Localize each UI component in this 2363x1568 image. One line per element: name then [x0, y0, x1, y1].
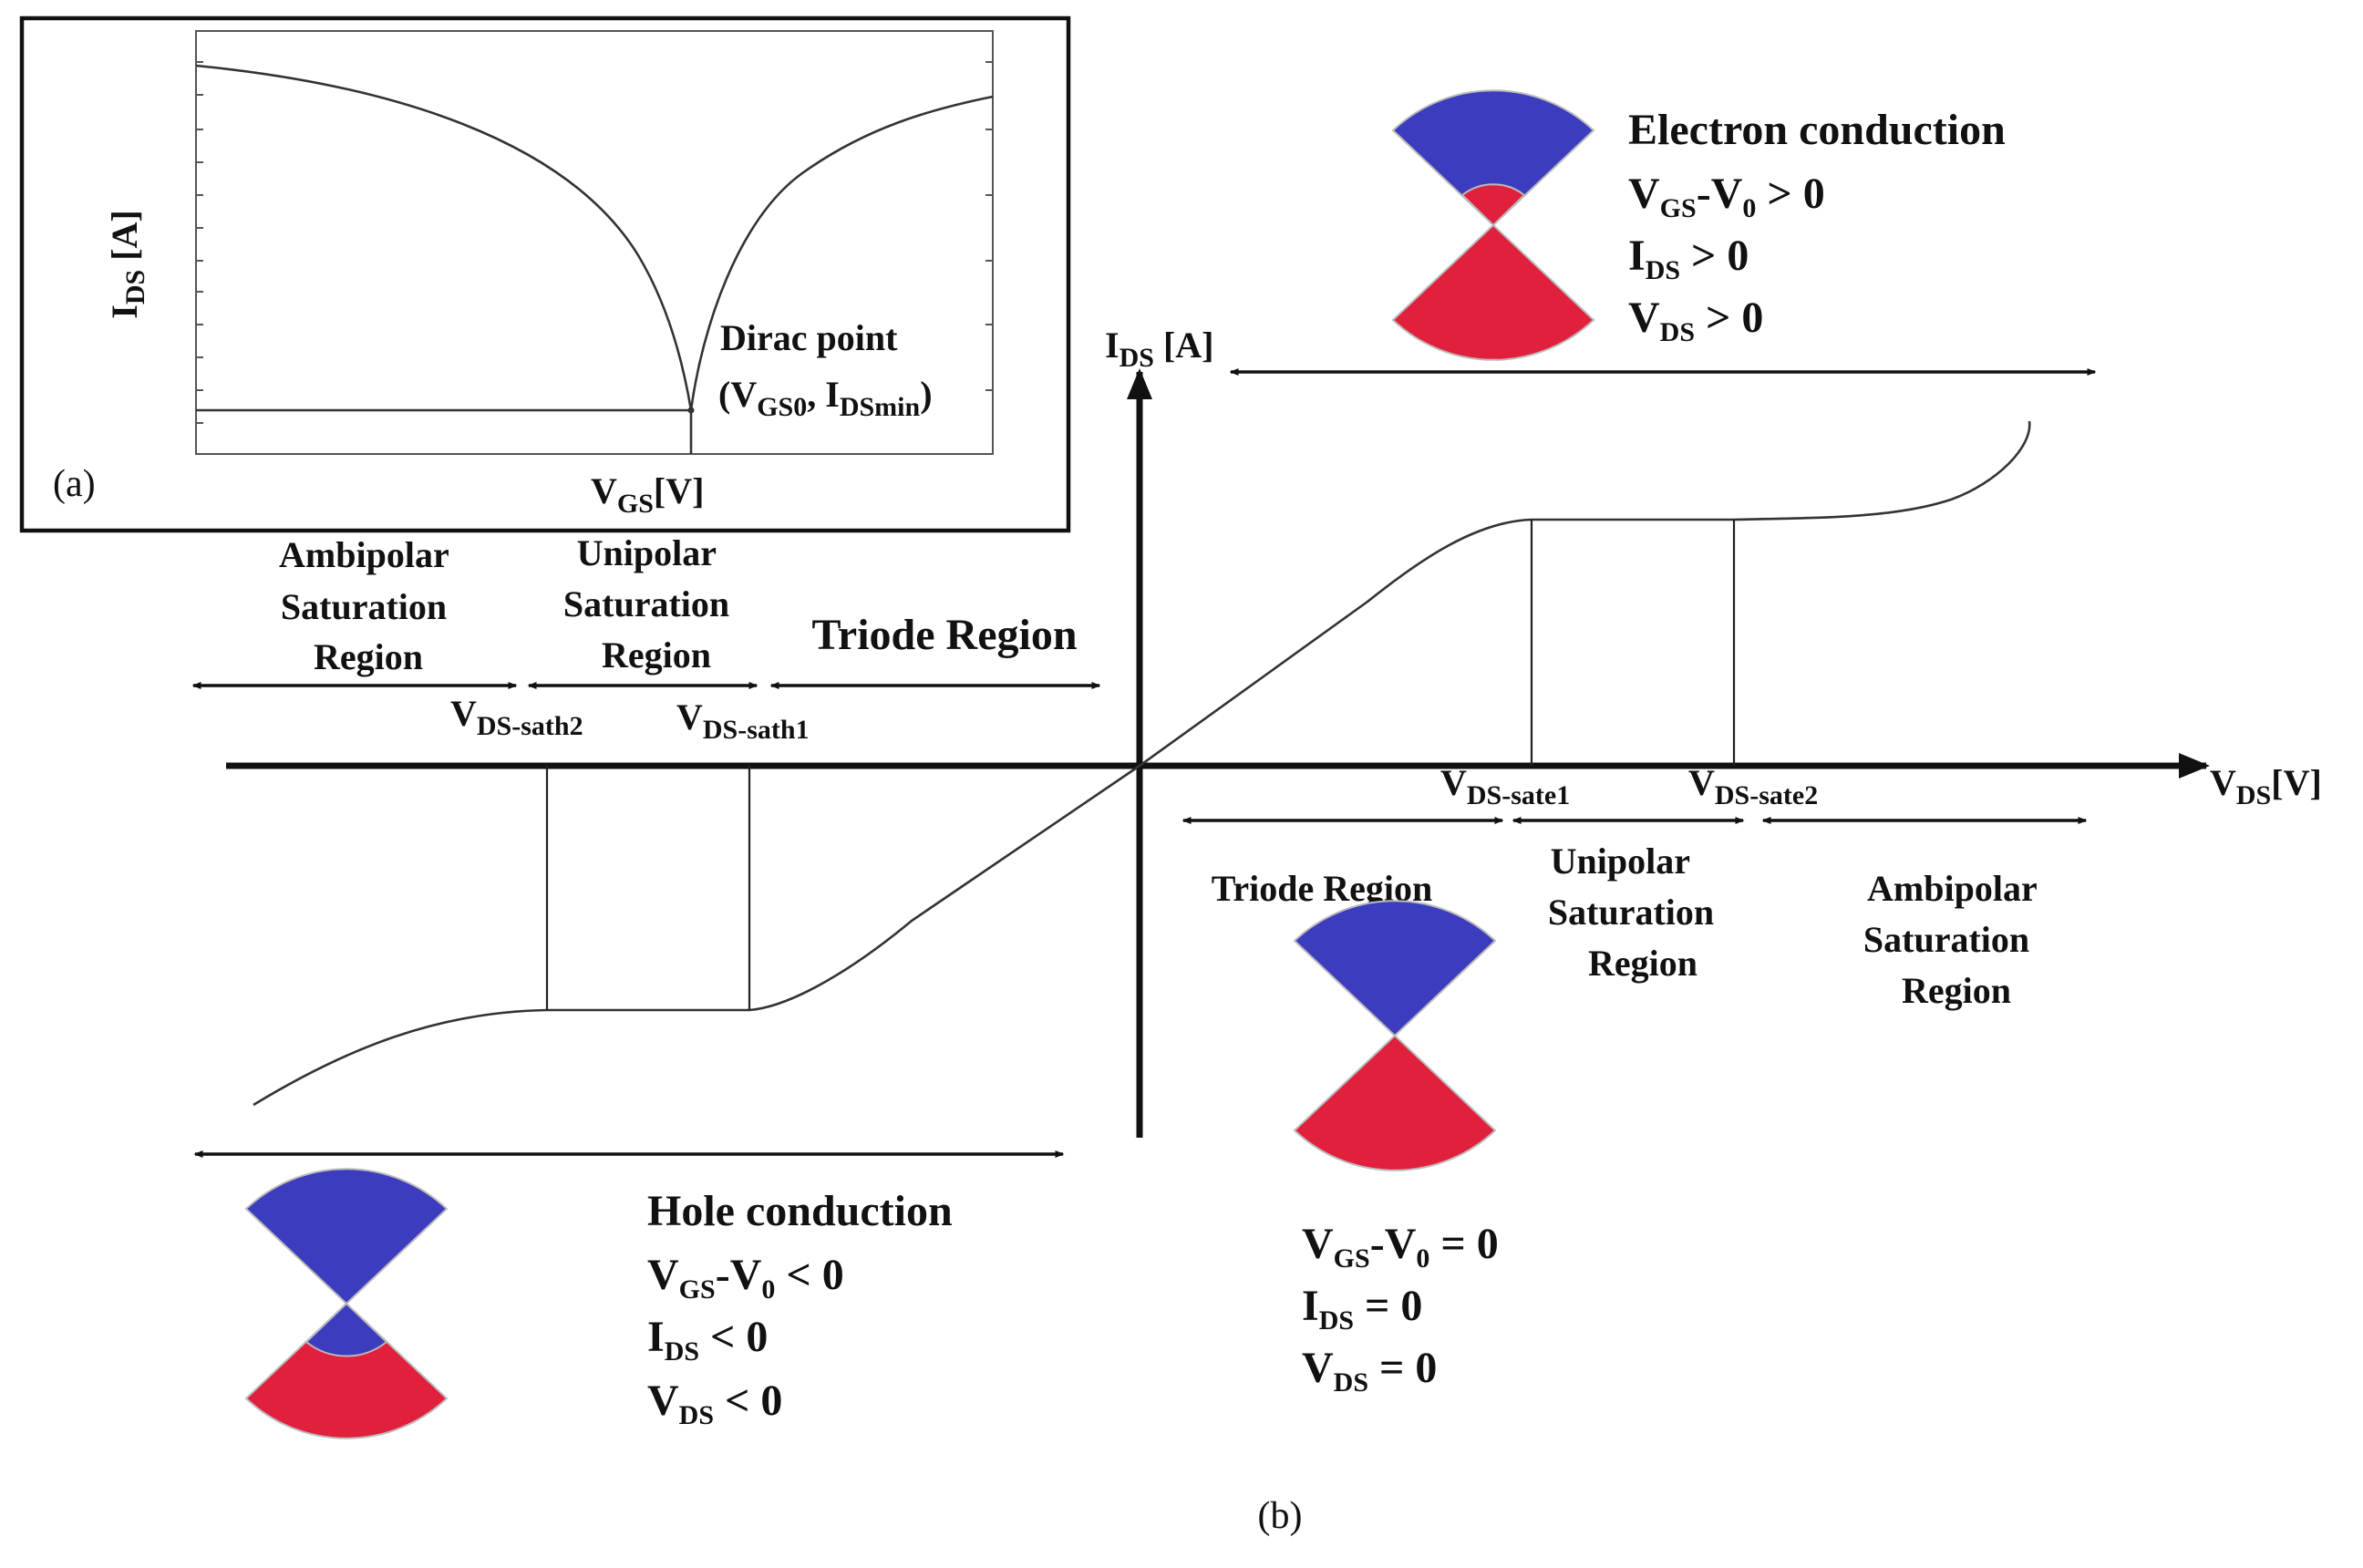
left-triode-label: Triode Region: [811, 611, 1077, 659]
electron-condition-vds: VDS > 0: [1628, 294, 1763, 347]
panel-a-ticks: [196, 61, 993, 424]
right-unipolar-label: Unipolar Saturation Region: [1548, 841, 1723, 984]
vds-sath1-label: VDS-sath1: [676, 696, 810, 745]
left-unipolar-label: Unipolar Saturation Region: [563, 532, 738, 676]
panel-b-x-axis-label: VDS[V]: [2210, 762, 2322, 810]
panel-b-label: (b): [1258, 1495, 1303, 1537]
panel-a-label: (a): [53, 463, 96, 505]
neutral-condition-vds: VDS = 0: [1302, 1344, 1437, 1398]
panel-a-inset: IDS [A] VGS[V] Dirac point (VGS0, IDSmin…: [19, 15, 1071, 533]
panel-a-transfer-curve: [195, 64, 994, 411]
hole-condition-vds: VDS < 0: [647, 1377, 782, 1430]
hole-condition-ids: IDS < 0: [647, 1313, 768, 1367]
electron-conduction-title: Electron conduction: [1628, 106, 2006, 154]
neutral-condition-ids: IDS = 0: [1302, 1282, 1422, 1336]
neutral-dirac-cone: [1293, 900, 1497, 1171]
panel-b-main: IDS [A] VDS[V] Ambipolar Saturation Regi…: [191, 89, 2322, 1537]
dirac-point-title: Dirac point: [720, 317, 898, 358]
electron-dirac-cone: [1391, 89, 1595, 361]
dirac-point-coords: (VGS0, IDSmin): [718, 374, 933, 422]
neutral-condition-vgs: VGS-V0 = 0: [1302, 1220, 1499, 1274]
hole-dirac-cone: [244, 1168, 449, 1439]
hole-conduction-title: Hole conduction: [647, 1187, 953, 1235]
dirac-point-marker: [687, 407, 695, 414]
vds-sath2-label: VDS-sath2: [450, 693, 583, 741]
panel-a-x-axis-label: VGS[V]: [591, 470, 704, 519]
left-ambipolar-label: Ambipolar Saturation Region: [279, 534, 458, 677]
ids-vds-curve: [253, 420, 2031, 1107]
panel-b-y-axis-label: IDS [A]: [1105, 325, 1213, 373]
panel-a-y-axis-label: IDS [A]: [104, 210, 150, 318]
vds-sate1-label: VDS-sate1: [1440, 762, 1570, 810]
hole-condition-vgs: VGS-V0 < 0: [647, 1251, 844, 1305]
electron-condition-vgs: VGS-V0 > 0: [1628, 170, 1825, 223]
right-ambipolar-label: Ambipolar Saturation Region: [1863, 868, 2046, 1011]
vds-sate2-label: VDS-sate2: [1688, 762, 1818, 810]
electron-condition-ids: IDS > 0: [1628, 232, 1749, 285]
